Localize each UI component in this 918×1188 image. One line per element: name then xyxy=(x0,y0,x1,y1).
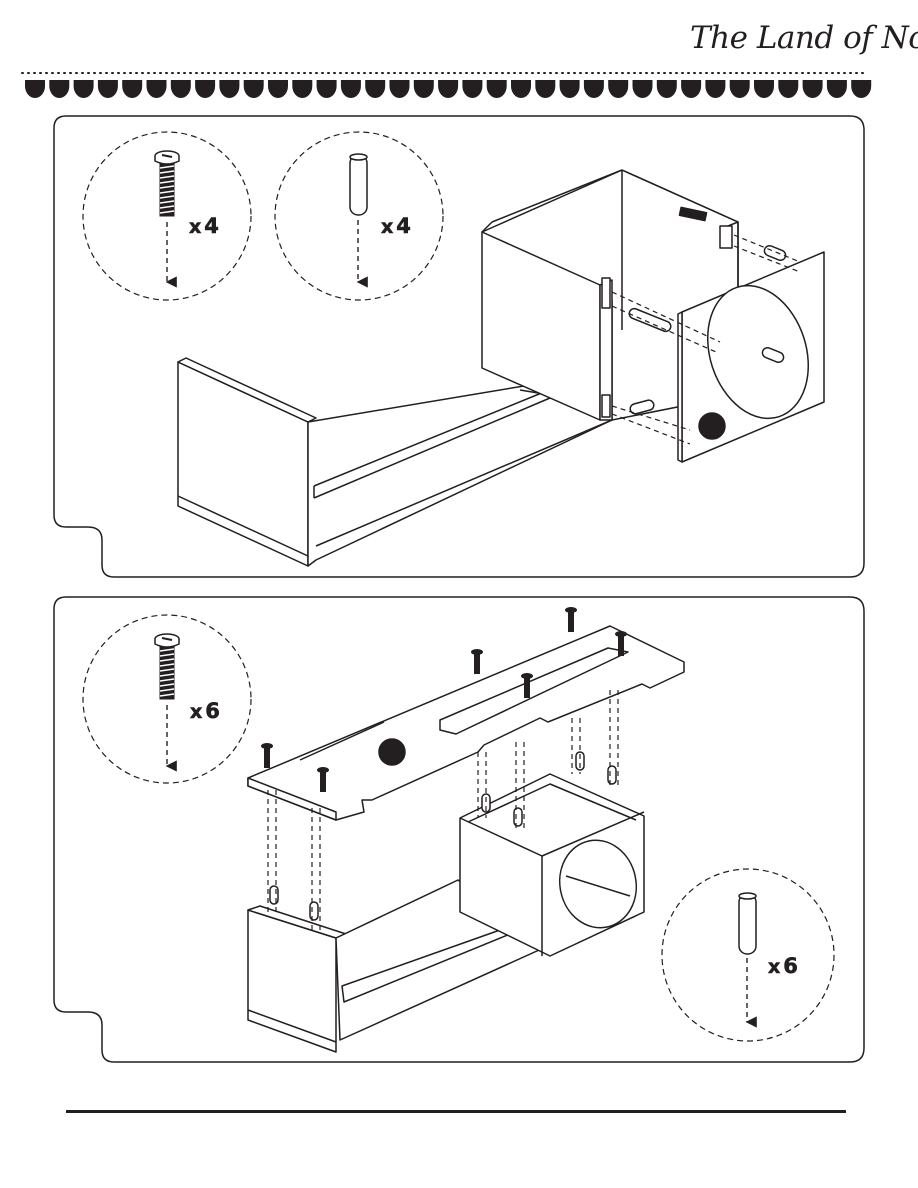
wood-dowel-icon xyxy=(350,154,367,215)
step-2-cabinet-assembly xyxy=(248,607,684,1052)
step-2-screw-callout xyxy=(83,615,251,783)
screw-icon xyxy=(155,634,179,699)
screw-icon xyxy=(155,151,179,216)
wood-dowel-icon xyxy=(739,893,756,954)
step-1-number-badge xyxy=(699,413,725,439)
step-2-dowel-callout xyxy=(662,869,834,1041)
step-1-dowel-callout xyxy=(275,132,443,300)
step-1-screw-callout xyxy=(83,132,251,300)
step-2-number-badge xyxy=(379,739,405,765)
step-2-panel xyxy=(54,597,864,1062)
footer-rule xyxy=(66,1110,846,1113)
step-1-cabinet-assembly xyxy=(178,170,825,566)
